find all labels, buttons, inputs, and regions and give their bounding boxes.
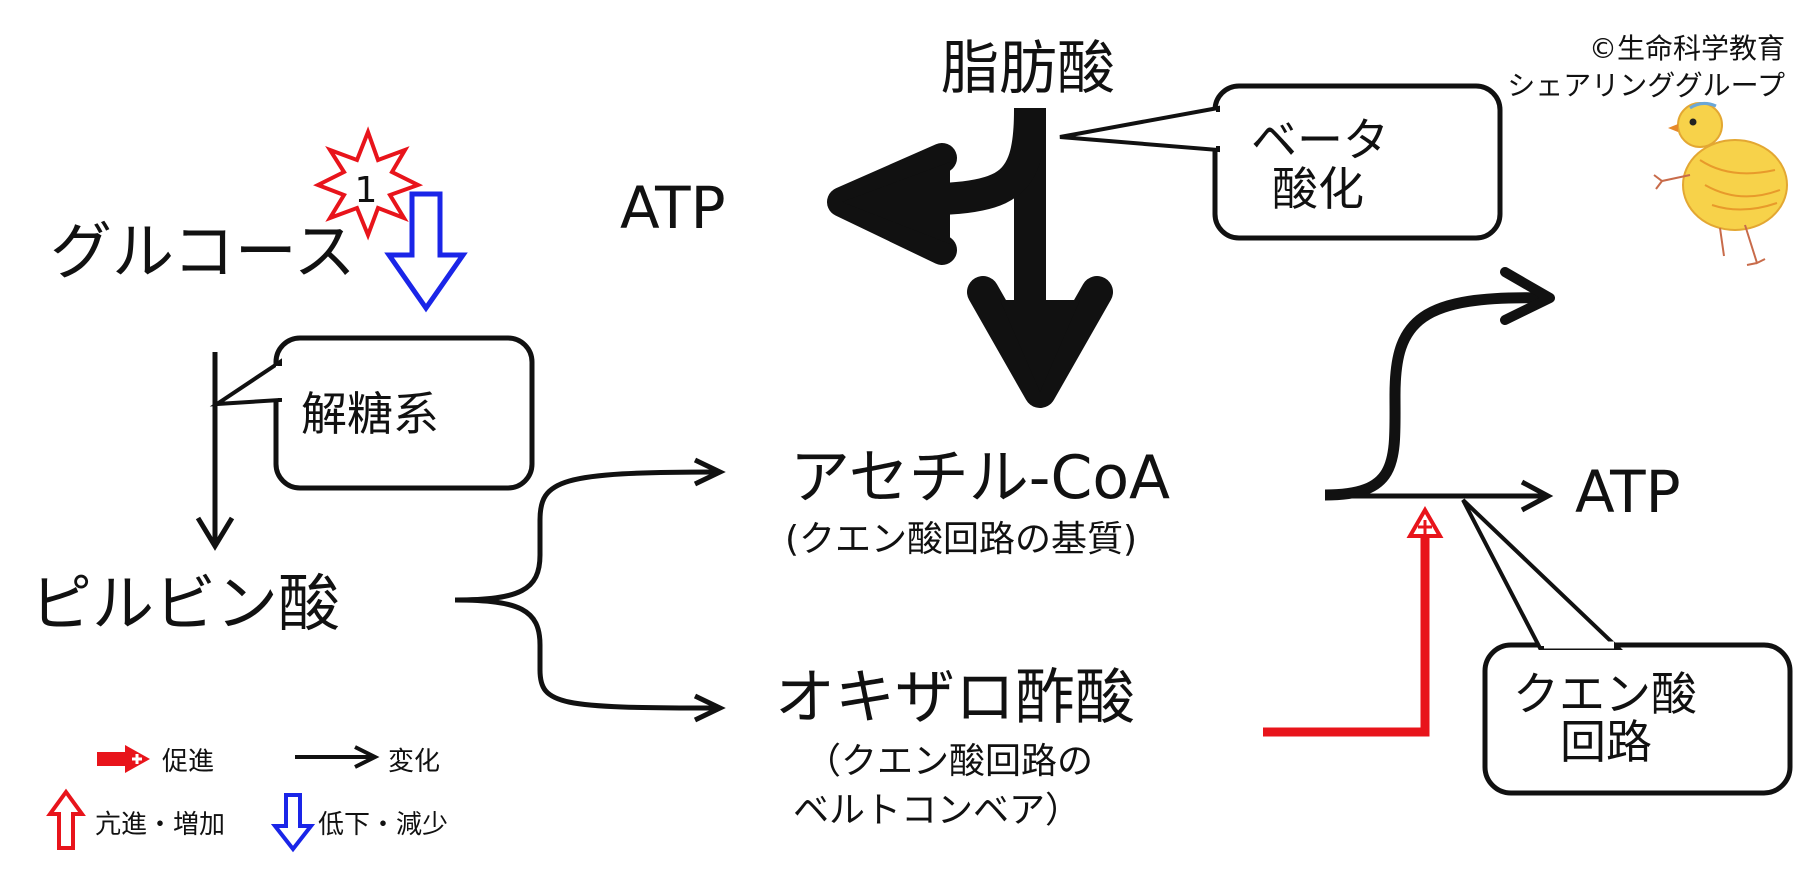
legend-promote-icon — [97, 745, 150, 773]
atp-left-label: ATP — [620, 174, 726, 242]
oxaloacetate-note-1: （クエン酸回路の — [805, 741, 1093, 782]
promote-arrow — [1263, 505, 1444, 737]
legend-decrease-arrow-icon — [270, 793, 316, 853]
fatty-acid-thick-arrows — [827, 108, 1113, 408]
legend-decrease-label: 低下・減少 — [318, 810, 448, 840]
oxaloacetate-note-2: ベルトコンベア） — [793, 790, 1081, 831]
copyright-line-2: シェアリンググループ — [1507, 69, 1785, 102]
tca-text-2: 回路 — [1560, 715, 1652, 769]
glucose-label: グルコース — [50, 215, 356, 288]
atp-right-label: ATP — [1575, 458, 1681, 526]
tca-text-1: クエン酸 — [1513, 667, 1697, 721]
pyruvate-label: ピルビン酸 — [30, 567, 340, 640]
oxaloacetate-label: オキザロ酢酸 — [775, 663, 1135, 733]
beta-oxidation-text-1: ベータ — [1251, 113, 1389, 167]
glycolysis-text: 解糖系 — [301, 387, 439, 441]
legend-promote-label: 促進 — [162, 747, 214, 777]
legend-increase-label: 亢進・増加 — [95, 810, 225, 840]
beta-oxidation-text-2: 酸化 — [1272, 162, 1364, 216]
burst-marker-number: 1 — [355, 170, 378, 211]
acetyl-coa-label: アセチル-CoA — [790, 443, 1170, 513]
pyruvate-branch-arrows — [454, 457, 726, 723]
chick-mascot-icon — [1653, 101, 1788, 266]
tca-callout — [1461, 498, 1793, 796]
fatty-acid-label: 脂肪酸 — [941, 34, 1115, 102]
glycolysis-arrow — [195, 352, 235, 551]
glucose-decrease-arrow-icon — [384, 191, 468, 313]
legend-change-label: 変化 — [388, 747, 440, 777]
legend: 促進 変化 亢進・増加 低下・減少 — [46, 745, 448, 853]
copyright-line-1: ©生命科学教育 — [1589, 32, 1785, 65]
legend-change-arrow-icon — [295, 745, 380, 769]
beta-oxidation-callout — [1059, 83, 1503, 241]
tca-output-arrows — [1324, 267, 1555, 513]
burst-marker-icon — [313, 126, 424, 241]
legend-increase-arrow-icon — [46, 788, 86, 850]
acetyl-coa-note: (クエン酸回路の基質) — [785, 519, 1137, 560]
glycolysis-callout — [209, 335, 535, 491]
